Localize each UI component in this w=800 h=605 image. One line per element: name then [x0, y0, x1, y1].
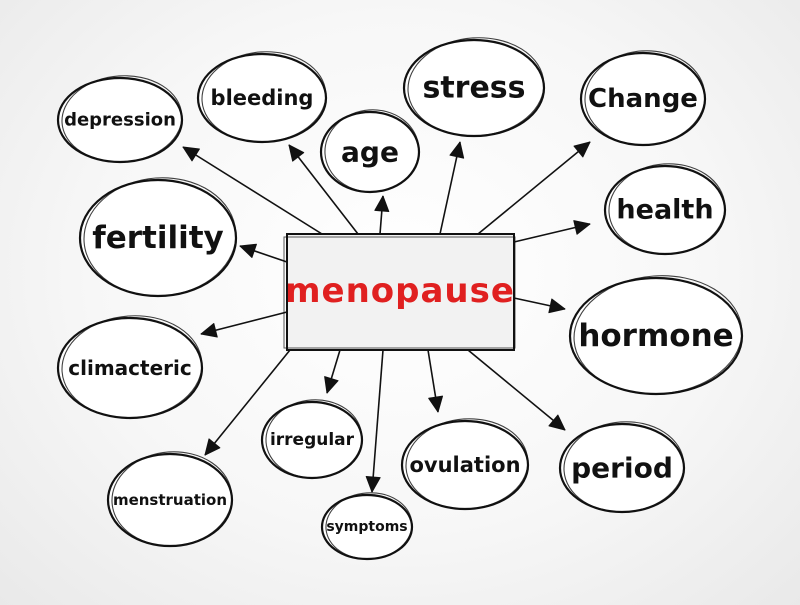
arrowhead-menstruation	[204, 438, 221, 456]
bubble-sketch-line-climacteric	[61, 315, 203, 419]
bubble-sketch-line-menstruation	[111, 451, 233, 547]
arrowhead-period	[548, 414, 566, 431]
bubble-label-menstruation: menstruation	[113, 491, 227, 509]
bubble-menstruation: menstruation	[106, 451, 234, 548]
arrowhead-change	[573, 141, 591, 158]
bubble-hormone: hormone	[568, 275, 744, 396]
connector-line-menstruation	[204, 349, 291, 456]
arrowhead-stress	[449, 141, 465, 159]
bubble-bleeding: bleeding	[196, 51, 328, 144]
bubble-label-symptoms: symptoms	[326, 519, 407, 535]
bubble-sketch-line-depression	[61, 75, 183, 163]
connector-line-stress	[439, 141, 461, 235]
connector-arrows	[182, 141, 591, 493]
bubble-sketch-line-change	[584, 50, 706, 146]
bubble-sketch-line-ovulation	[405, 418, 529, 510]
bubble-label-bleeding: bleeding	[211, 86, 314, 110]
bubble-sketch-line-stress	[407, 37, 545, 137]
connector-line-depression	[182, 146, 323, 235]
arrowhead-age	[374, 195, 390, 213]
bubble-health: health	[603, 163, 727, 256]
bubble-period: period	[558, 421, 686, 514]
bubble-change: Change	[579, 50, 707, 147]
arrowhead-health	[573, 220, 591, 235]
arrowhead-depression	[182, 146, 200, 162]
bubble-sketch-line-period	[563, 421, 685, 513]
bubble-sketch-line-hormone	[573, 275, 743, 395]
arrowhead-irregular	[324, 376, 339, 394]
topic-bubbles: depression bleeding age stress Change health f…	[56, 37, 744, 561]
arrowhead-ovulation	[428, 395, 444, 413]
bubble-label-irregular: irregular	[270, 430, 355, 450]
bubble-symptoms: symptoms	[320, 492, 414, 561]
bubble-label-change: Change	[588, 84, 698, 114]
bubble-depression: depression	[56, 75, 184, 164]
bubble-label-depression: depression	[64, 110, 176, 131]
center-node: menopause	[283, 233, 516, 351]
arrowhead-hormone	[548, 298, 566, 314]
bubble-label-period: period	[571, 452, 673, 485]
bubble-sketch-line-fertility	[83, 177, 237, 297]
connector-line-bleeding	[288, 144, 359, 235]
center-label: menopause	[285, 271, 515, 311]
connector-line-period	[467, 349, 566, 431]
bubble-label-climacteric: climacteric	[68, 356, 191, 380]
bubble-label-health: health	[616, 195, 713, 226]
bubble-sketch-line-symptoms	[325, 492, 413, 560]
connector-line-change	[477, 141, 591, 235]
center-box-sketch-line	[283, 236, 516, 349]
arrowhead-fertility	[239, 243, 257, 258]
bubble-fertility: fertility	[78, 177, 238, 298]
bubble-label-age: age	[341, 136, 399, 169]
arrowhead-symptoms	[365, 476, 381, 493]
bubble-sketch-line-age	[324, 109, 420, 193]
bubble-climacteric: climacteric	[56, 315, 204, 420]
bubble-label-fertility: fertility	[92, 220, 224, 256]
bubble-sketch-line-bleeding	[201, 51, 327, 143]
arrowhead-climacteric	[200, 323, 218, 338]
bubble-age: age	[319, 109, 421, 194]
bubble-label-stress: stress	[422, 71, 525, 106]
bubble-label-hormone: hormone	[578, 318, 733, 354]
center-box	[286, 233, 515, 351]
bubble-irregular: irregular	[260, 399, 364, 480]
bubble-stress: stress	[402, 37, 546, 138]
arrowhead-bleeding	[288, 144, 305, 162]
bubble-label-ovulation: ovulation	[409, 453, 520, 477]
bubble-sketch-line-health	[608, 163, 726, 255]
bubble-ovulation: ovulation	[400, 418, 530, 511]
connector-line-symptoms	[371, 349, 384, 493]
bubble-sketch-line-irregular	[265, 399, 363, 479]
